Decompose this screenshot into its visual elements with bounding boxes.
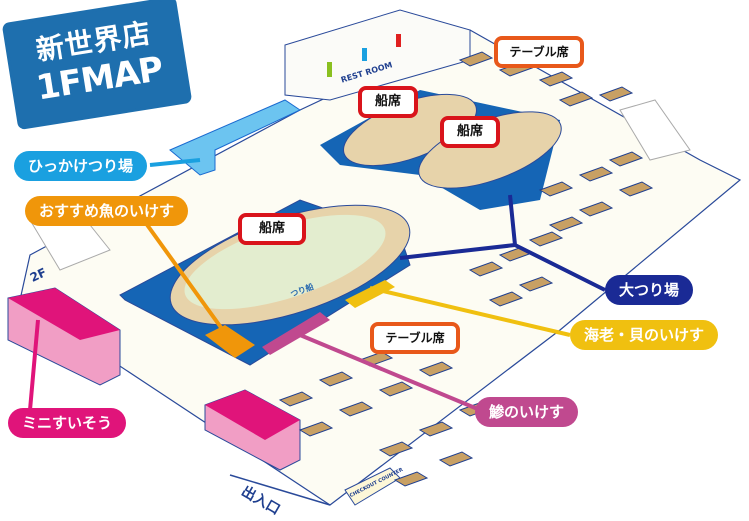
table [538, 181, 574, 197]
table-seat-tag-1: テーブル席 [494, 36, 584, 68]
boat-seat-tag-3: 船席 [238, 213, 306, 245]
table [538, 71, 574, 87]
callout-osusume: おすすめ魚のいけす [25, 196, 189, 226]
callout-hikkake: ひっかけつり場 [14, 151, 148, 181]
table [518, 276, 554, 292]
aji-tank [262, 312, 330, 355]
table-seat-tag-2: テーブル席 [370, 322, 460, 354]
table [608, 151, 644, 167]
boat-seat-tag-2: 船席 [440, 116, 500, 148]
boat-main-deck [184, 214, 386, 310]
callout-aji: 鯵のいけす [475, 397, 579, 427]
table [298, 421, 334, 437]
table [548, 216, 584, 232]
callout-oo-tsuri: 大つり場 [605, 275, 694, 305]
leader-mini [28, 319, 40, 411]
leader-ebi [369, 286, 571, 337]
leader-hikkake [149, 158, 201, 167]
mini-tank-right-top [205, 390, 300, 440]
callout-mini: ミニすいそう [8, 408, 127, 438]
callout-ebi-kai: 海老・貝のいけす [570, 320, 719, 350]
table [338, 401, 374, 417]
table [438, 451, 474, 467]
hikkake-pool [169, 99, 302, 176]
table [598, 86, 634, 102]
restroom-red-icon [396, 34, 401, 47]
restroom-green-icon [327, 62, 332, 77]
osusume-tank [205, 325, 255, 358]
leader-osusume [138, 213, 232, 342]
table [458, 51, 494, 67]
entrance-line [229, 474, 331, 506]
table [378, 441, 414, 457]
table [578, 201, 614, 217]
leader-aji [299, 333, 481, 412]
boat-seat-tag-1: 船席 [358, 86, 418, 118]
table [468, 261, 504, 277]
restroom-blue-icon [362, 48, 367, 61]
leader-oo-tsuri-2 [399, 243, 516, 260]
table [318, 371, 354, 387]
table [578, 166, 614, 182]
ebi-tank [345, 280, 395, 308]
mini-tank-left-top [8, 288, 120, 340]
stairs-right [619, 99, 691, 161]
table [278, 391, 314, 407]
table [418, 421, 454, 437]
table [528, 231, 564, 247]
table [418, 361, 454, 377]
table [393, 471, 429, 487]
table [378, 381, 414, 397]
table [558, 91, 594, 107]
table [618, 181, 654, 197]
table [488, 291, 524, 307]
